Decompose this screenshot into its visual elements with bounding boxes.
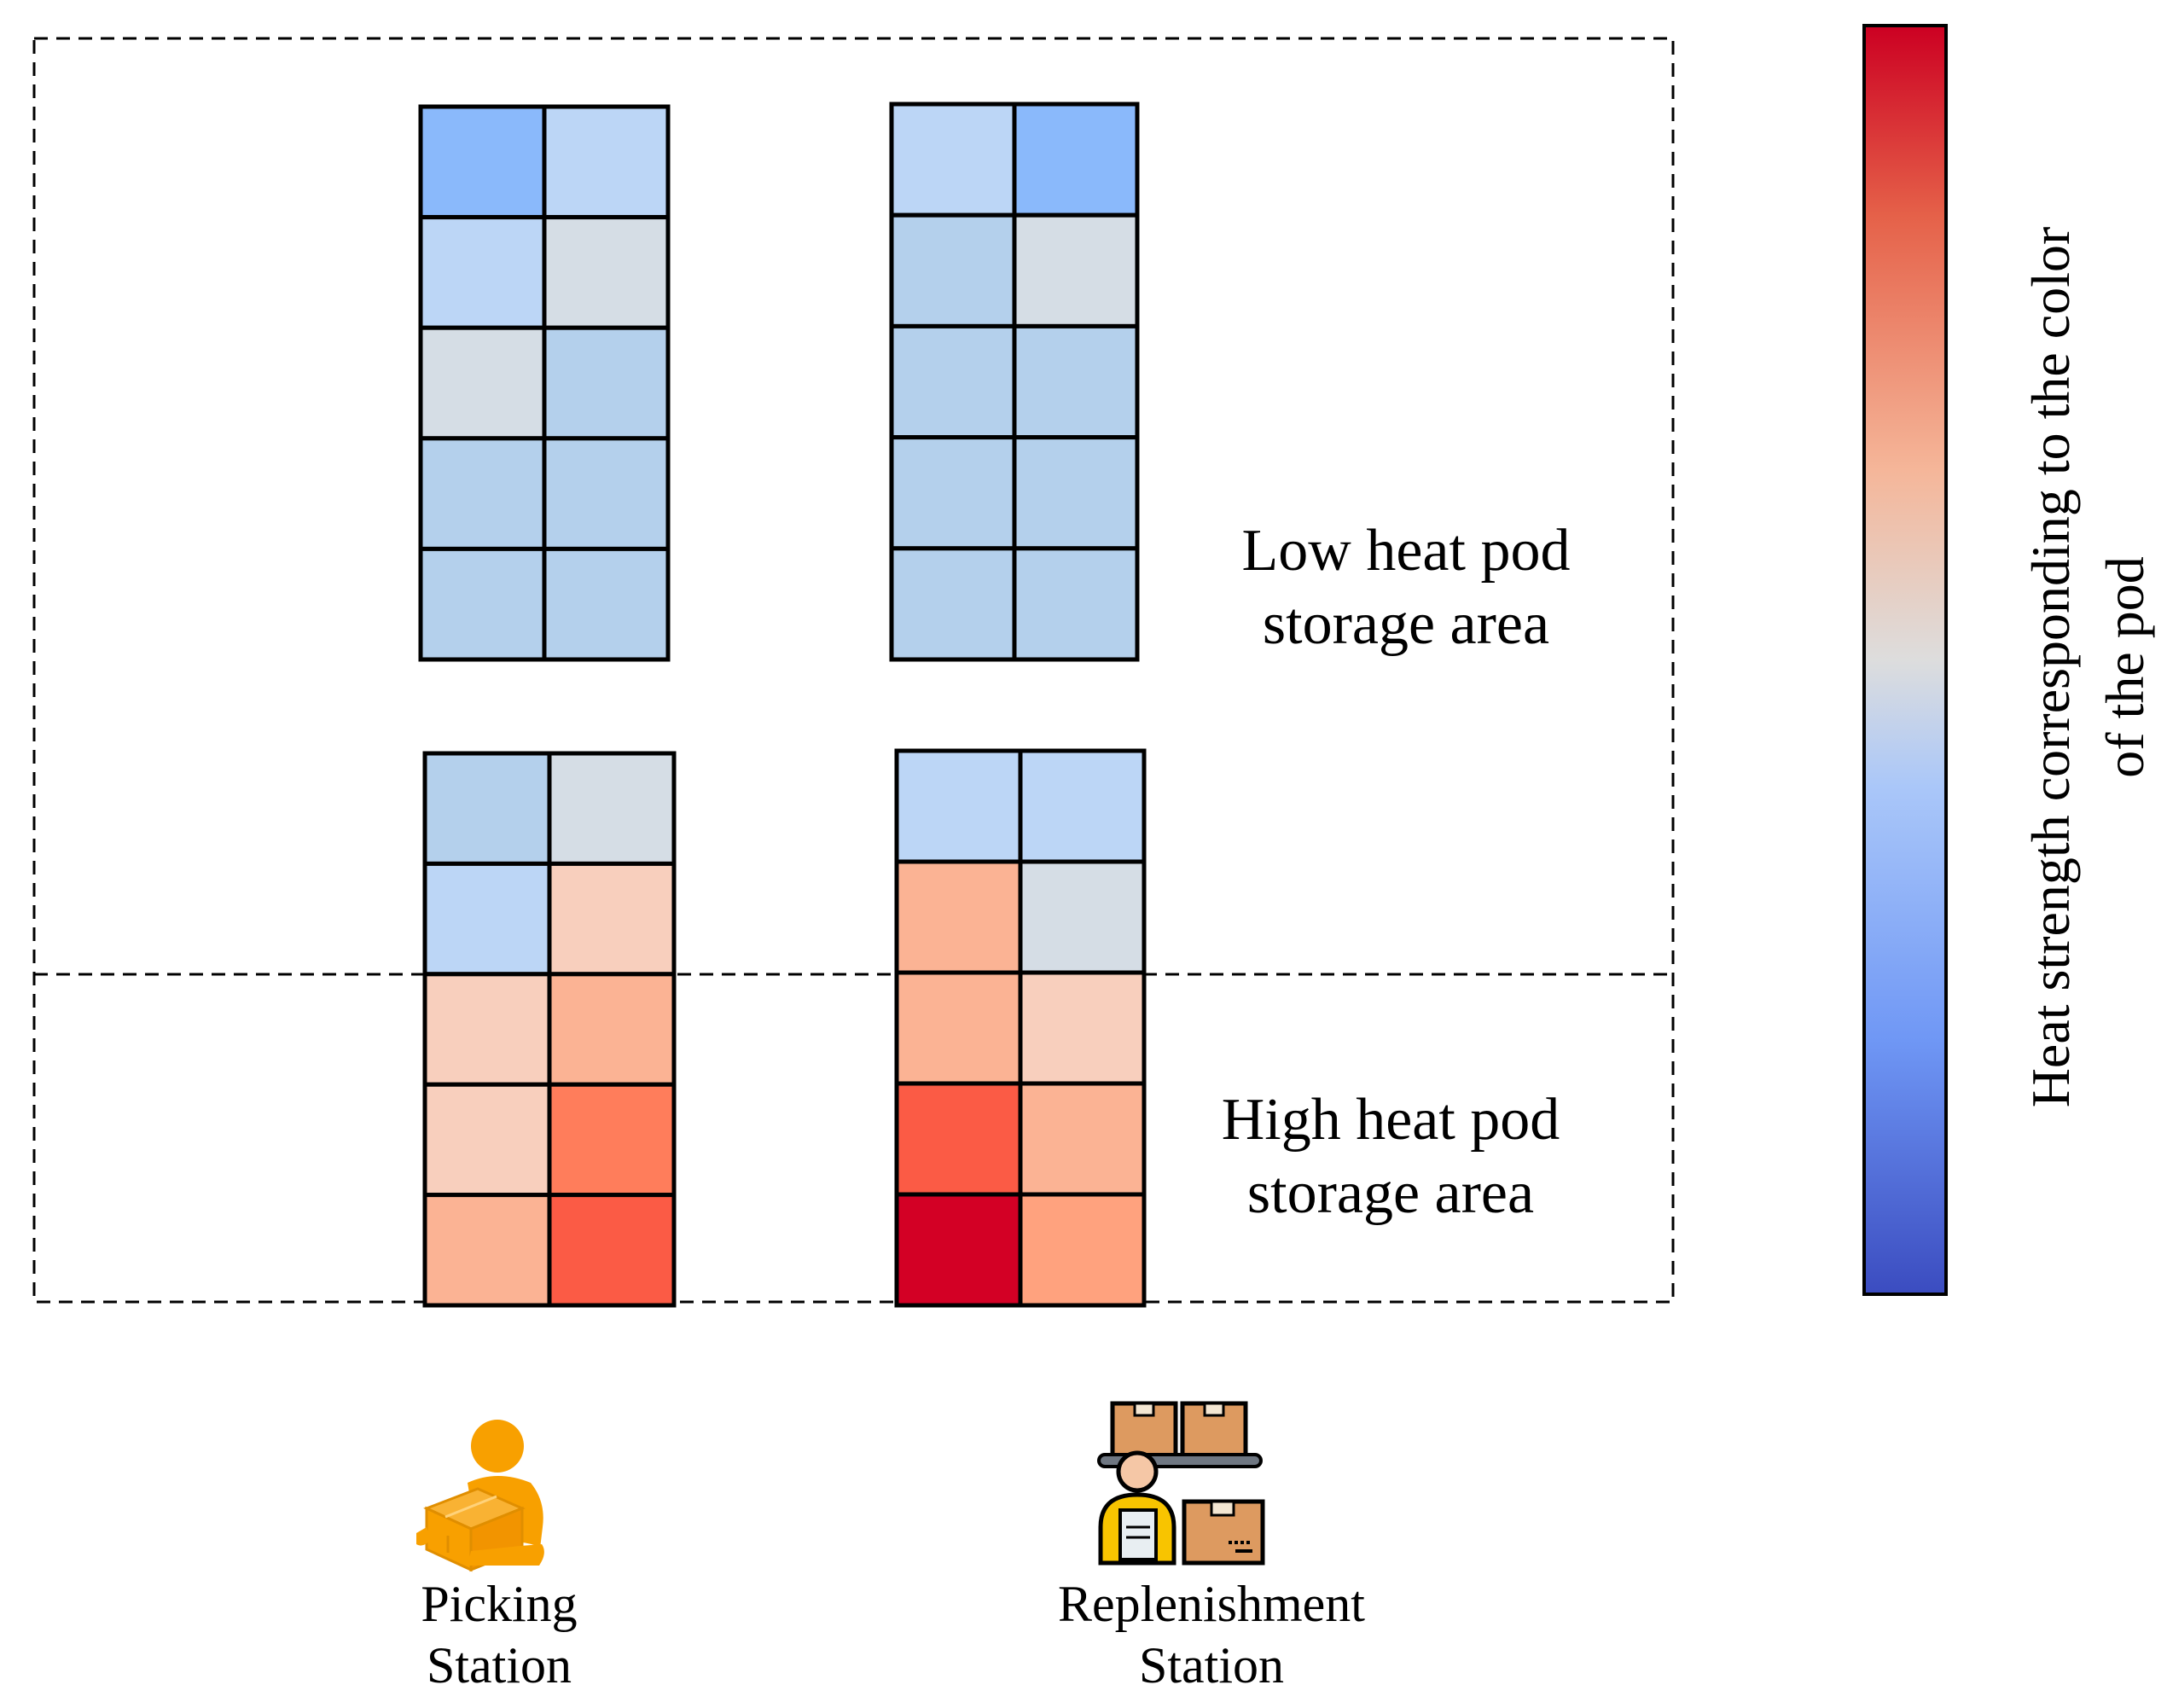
pod-cell-bottom-left-r2-c1 xyxy=(422,861,552,977)
pod-cell-bottom-left-r5-c2 xyxy=(547,1193,677,1308)
pod-cell-bottom-left-r4-c2 xyxy=(547,1082,677,1198)
heat-colorbar xyxy=(1862,24,1948,1296)
high-heat-area-label-line1: High heat pod xyxy=(1222,1087,1560,1153)
pod-cell-bottom-left-r3-c2 xyxy=(547,972,677,1087)
pod-cell-top-left-r3-c2 xyxy=(542,325,671,441)
pod-cell-top-left-r5-c2 xyxy=(542,546,671,662)
pod-cell-bottom-left-r2-c2 xyxy=(547,861,677,977)
pod-cell-top-right-r1-c1 xyxy=(889,102,1017,218)
person-carrying-box-icon xyxy=(416,1420,544,1572)
pod-cell-top-left-r2-c2 xyxy=(542,215,671,330)
pod-cell-bottom-left-r4-c1 xyxy=(422,1082,552,1198)
pod-cell-bottom-right-r4-c2 xyxy=(1018,1081,1147,1197)
low-heat-area-label-line2: storage area xyxy=(1263,591,1549,657)
pod-cell-top-right-r4-c1 xyxy=(889,435,1017,551)
replenishment-station-label-line1: Replenishment xyxy=(1058,1576,1365,1632)
pod-cell-top-left-r5-c1 xyxy=(418,546,547,662)
pod-cell-top-left-r4-c1 xyxy=(418,436,547,551)
pod-cell-top-right-r3-c2 xyxy=(1012,323,1140,440)
pod-cell-top-right-r5-c2 xyxy=(1012,546,1140,662)
pod-cell-top-right-r3-c1 xyxy=(889,323,1017,440)
picking-station-label-line1: Picking xyxy=(421,1576,577,1632)
storage-area-boundary xyxy=(32,37,1675,1304)
pod-cell-top-right-r5-c1 xyxy=(889,546,1017,662)
pod-cell-top-left-r1-c2 xyxy=(542,104,671,220)
pod-cell-top-left-r4-c2 xyxy=(542,436,671,551)
pod-cell-bottom-right-r2-c1 xyxy=(894,859,1023,975)
pod-cell-top-right-r2-c2 xyxy=(1012,212,1140,328)
pod-cell-top-right-r2-c1 xyxy=(889,212,1017,328)
pod-cell-top-left-r2-c1 xyxy=(418,215,547,330)
pod-cell-bottom-right-r5-c1 xyxy=(894,1192,1023,1308)
pod-cell-bottom-right-r5-c2 xyxy=(1018,1192,1147,1308)
low-heat-area-label-line1: Low heat pod xyxy=(1242,518,1571,584)
pod-cell-bottom-right-r3-c2 xyxy=(1018,970,1147,1086)
pod-cell-top-right-r4-c2 xyxy=(1012,435,1140,551)
high-heat-area-label-line2: storage area xyxy=(1247,1160,1534,1226)
colorbar-label-line2: of the pod xyxy=(2094,556,2155,778)
pod-cell-bottom-right-r3-c1 xyxy=(894,970,1023,1086)
pod-cell-bottom-left-r1-c1 xyxy=(422,751,552,866)
pod-rack-top-right xyxy=(889,102,1140,662)
pod-cell-bottom-left-r5-c1 xyxy=(422,1193,552,1308)
pod-rack-top-left xyxy=(418,104,671,662)
colorbar-label-line1: Heat strength corresponding to the color xyxy=(2020,227,2081,1108)
pod-rack-bottom-left xyxy=(422,751,677,1308)
pod-cell-top-left-r1-c1 xyxy=(418,104,547,220)
pod-cell-top-left-r3-c1 xyxy=(418,325,547,441)
picking-station-label-line2: Station xyxy=(427,1637,572,1693)
pod-cell-bottom-left-r1-c2 xyxy=(547,751,677,866)
worker-with-shelf-boxes-icon xyxy=(1097,1401,1265,1566)
replenishment-station-label-line2: Station xyxy=(1139,1637,1284,1693)
pod-cell-bottom-right-r1-c2 xyxy=(1018,748,1147,864)
pod-cell-bottom-right-r2-c2 xyxy=(1018,859,1147,975)
pod-rack-bottom-right xyxy=(894,748,1147,1308)
pod-cell-bottom-right-r1-c1 xyxy=(894,748,1023,864)
pod-cell-bottom-right-r4-c1 xyxy=(894,1081,1023,1197)
pod-cell-top-right-r1-c2 xyxy=(1012,102,1140,218)
pod-cell-bottom-left-r3-c1 xyxy=(422,972,552,1087)
